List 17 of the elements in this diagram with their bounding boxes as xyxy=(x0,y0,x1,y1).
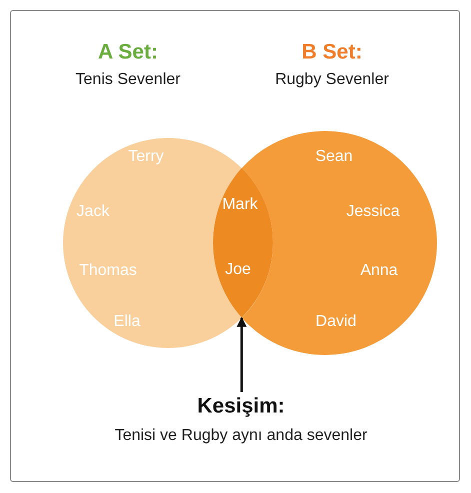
name-label: Thomas xyxy=(79,263,137,279)
intersection-heading: Kesişim: xyxy=(197,396,285,416)
arrow xyxy=(236,316,247,392)
name-label: Anna xyxy=(360,263,398,279)
name-label: Joe xyxy=(225,262,251,278)
set-heading: B Set: xyxy=(302,42,362,62)
name-label: Ella xyxy=(114,314,140,330)
name-label: Sean xyxy=(315,149,353,165)
name-label: Jack xyxy=(76,204,110,220)
name-label: Mark xyxy=(222,196,258,213)
set-subtitle: Tenis Sevenler xyxy=(76,72,180,88)
name-label: David xyxy=(316,314,356,330)
set-heading: A Set: xyxy=(98,42,158,62)
set-subtitle: Rugby Sevenler xyxy=(275,72,389,88)
name-label: Jessica xyxy=(346,204,400,220)
intersection-caption: Tenisi ve Rugby aynı anda sevenler xyxy=(114,428,368,444)
name-label: Terry xyxy=(128,149,164,165)
